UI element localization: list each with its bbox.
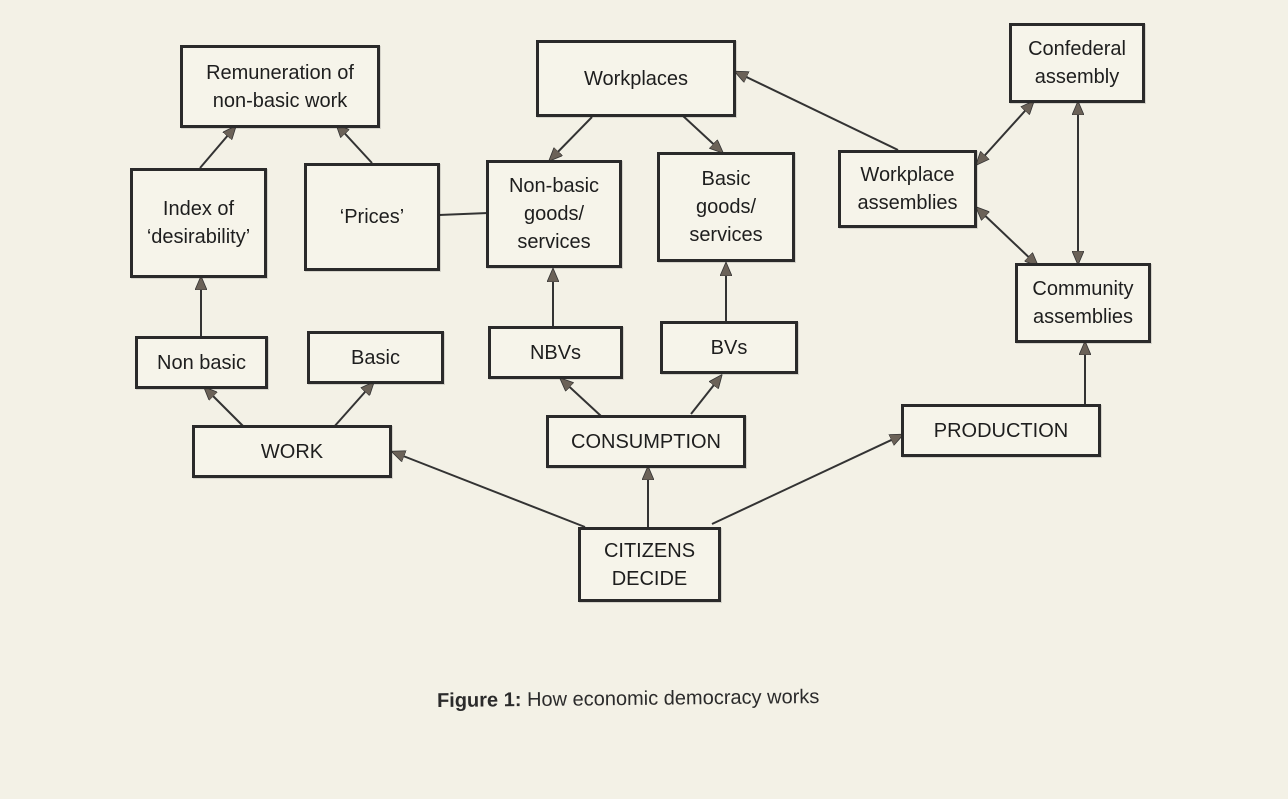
edge-workplace-assemblies-community: [977, 208, 1037, 265]
edge-prices-to-remuneration: [337, 125, 373, 164]
edge-workplaces-to-basic-goods: [681, 114, 722, 152]
node-consumption: CONSUMPTION: [546, 415, 746, 468]
node-basic: Basic: [307, 331, 444, 384]
node-nbvs: NBVs: [488, 326, 623, 379]
node-workplaces: Workplaces: [536, 40, 736, 117]
node-remuneration: Remuneration of non-basic work: [180, 45, 380, 128]
edge-work-to-nonbasic: [205, 388, 246, 429]
node-index-desirability: Index of ‘desirability’: [130, 168, 267, 278]
node-nonbasic-goods: Non-basic goods/ services: [486, 160, 622, 268]
figure-caption-label: Figure 1:: [436, 689, 522, 713]
figure-caption: Figure 1: How economic democracy works: [437, 686, 820, 713]
node-production: PRODUCTION: [901, 404, 1101, 457]
edge-consumption-to-bvs: [690, 376, 721, 415]
edge-workplaces-to-nonbasic-goods: [550, 116, 593, 160]
node-non-basic: Non basic: [135, 336, 268, 389]
edge-workplace-assemblies-confederal: [977, 102, 1033, 164]
node-workplace-assemblies: Workplace assemblies: [838, 150, 977, 228]
node-confederal-assembly: Confederal assembly: [1009, 23, 1145, 103]
node-bvs: BVs: [660, 321, 798, 374]
edge-consumption-to-nbvs: [561, 379, 602, 417]
edge-work-to-basic: [332, 383, 373, 429]
figure-caption-text: How economic democracy works: [526, 685, 820, 712]
edge-citizens-to-production: [711, 435, 902, 525]
node-prices: ‘Prices’: [304, 163, 440, 271]
edge-workplace-assemblies-to-workplaces: [736, 72, 899, 151]
node-citizens-decide: CITIZENS DECIDE: [578, 527, 721, 602]
edge-prices-to-nonbasic-goods: [438, 212, 489, 216]
node-basic-goods: Basic goods/ services: [657, 152, 795, 262]
edge-index-to-remuneration: [199, 127, 235, 169]
edge-citizens-to-work: [393, 452, 586, 528]
node-work: WORK: [192, 425, 392, 478]
node-community-assemblies: Community assemblies: [1015, 263, 1151, 343]
